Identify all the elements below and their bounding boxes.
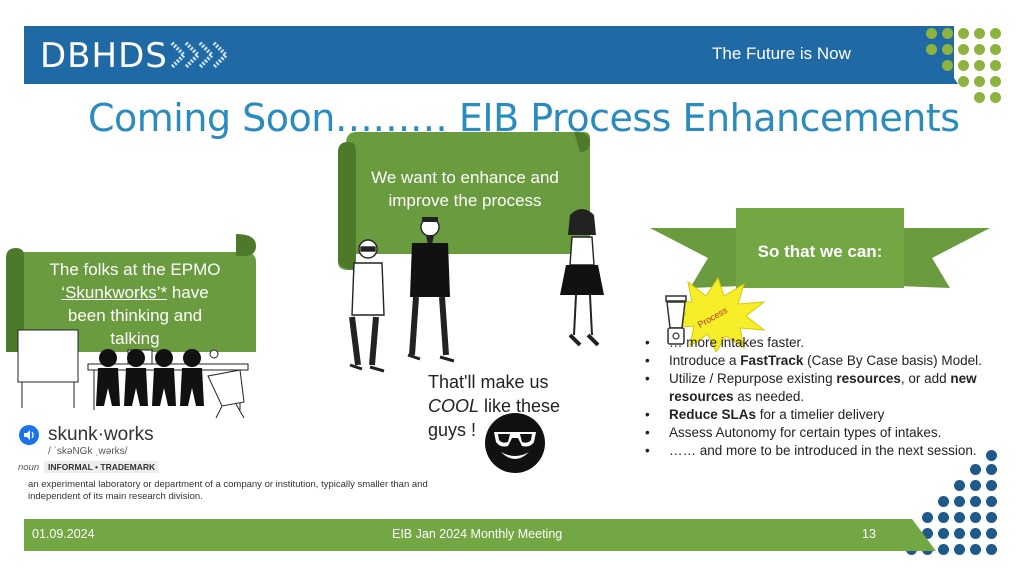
decorative-dot <box>958 28 969 39</box>
decorative-dot <box>974 92 985 103</box>
decorative-dot <box>954 544 965 555</box>
decorative-dot <box>938 496 949 507</box>
decorative-dot <box>990 44 1001 55</box>
decorative-dot <box>954 512 965 523</box>
decorative-dot <box>942 44 953 55</box>
decorative-dot <box>990 92 1001 103</box>
decorative-dot <box>986 496 997 507</box>
footer-arrow-tip <box>900 519 936 551</box>
decorative-dot <box>990 76 1001 87</box>
decorative-dot <box>958 76 969 87</box>
decorative-dot <box>986 544 997 555</box>
decorative-dot <box>974 76 985 87</box>
folks-line3: been thinking and <box>67 306 203 325</box>
decorative-dot <box>942 28 953 39</box>
footer-meeting: EIB Jan 2024 Monthly Meeting <box>392 527 563 541</box>
header-bar <box>24 26 954 84</box>
decorative-dot <box>990 60 1001 71</box>
decorative-dot <box>974 60 985 71</box>
decorative-dot <box>970 496 981 507</box>
decorative-dot <box>986 528 997 539</box>
decorative-dot <box>970 528 981 539</box>
decorative-dot <box>938 512 949 523</box>
cool-text: That'll make us COOL like these guys ! <box>428 370 560 442</box>
list-item: … more intakes faster. <box>645 334 995 352</box>
decorative-dot <box>938 528 949 539</box>
enhancement-list: … more intakes faster. Introduce a FastT… <box>645 334 995 460</box>
decorative-dot <box>970 480 981 491</box>
speaker-icon[interactable] <box>18 424 40 446</box>
list-item: Reduce SLAs for a timelier delivery <box>645 406 995 424</box>
tagline: The Future is Now <box>712 44 851 63</box>
folks-line2: ‘Skunkworks’* have <box>61 283 209 302</box>
decorative-dot <box>938 544 949 555</box>
sunglasses-emoji-icon <box>485 413 545 473</box>
dictionary-pronunciation: / ˈskəNGk ˌwərks/ <box>48 446 128 457</box>
so-that-text: So that we can: <box>757 242 883 261</box>
list-item: Introduce a FastTrack (Case By Case basi… <box>645 352 995 370</box>
decorative-dot <box>974 28 985 39</box>
dictionary-part-of-speech: noun <box>18 462 40 473</box>
dictionary-definition: an experimental laboratory or department… <box>28 479 428 502</box>
decorative-dot <box>970 464 981 475</box>
page-number: 13 <box>862 527 876 541</box>
decorative-dot <box>986 480 997 491</box>
decorative-dot <box>926 28 937 39</box>
list-item: Utilize / Repurpose existing resources, … <box>645 370 995 406</box>
enhance-scroll-banner <box>338 132 590 270</box>
people-illustration <box>349 209 604 373</box>
skunkworks-link[interactable]: ‘Skunkworks’* <box>61 283 168 302</box>
decorative-dot <box>970 544 981 555</box>
dictionary-word: skunk·works <box>48 424 154 445</box>
decorative-dot <box>990 28 1001 39</box>
decorative-dot <box>922 528 933 539</box>
decorative-dot <box>942 60 953 71</box>
skunkworks-team-illustration <box>17 329 249 418</box>
logo-chevrons-icon <box>170 41 229 69</box>
decorative-dot <box>954 496 965 507</box>
folks-scroll-banner <box>6 234 256 352</box>
decorative-dot <box>974 44 985 55</box>
decorative-dot <box>958 60 969 71</box>
header-arrow-tip <box>880 26 958 84</box>
folks-text: The folks at the EPMO ‘Skunkworks’* have… <box>24 258 246 350</box>
decorative-dot <box>926 44 937 55</box>
footer-date: 01.09.2024 <box>32 527 95 541</box>
dictionary-tag: INFORMAL • TRADEMARK <box>44 461 160 473</box>
footer-bar <box>24 519 912 551</box>
decorative-dot <box>986 512 997 523</box>
decorative-dot <box>986 464 997 475</box>
folks-line1: The folks at the EPMO <box>49 260 221 279</box>
so-that-ribbon <box>650 208 990 296</box>
list-item: Assess Autonomy for certain types of int… <box>645 424 995 442</box>
decorative-dot <box>954 480 965 491</box>
cool-line1: That'll make us <box>428 372 549 392</box>
decorative-dot <box>954 528 965 539</box>
decorative-dot <box>970 512 981 523</box>
decorative-dot <box>958 44 969 55</box>
cool-line3: guys ! <box>428 420 477 440</box>
enhance-text: We want to enhance and improve the proce… <box>371 168 559 210</box>
cool-line2: COOL like these <box>428 396 561 416</box>
dbhds-logo: DBHDS <box>40 36 168 76</box>
list-item: …… and more to be introduced in the next… <box>645 442 995 460</box>
decorative-dot <box>922 512 933 523</box>
folks-line4: talking <box>110 329 160 348</box>
